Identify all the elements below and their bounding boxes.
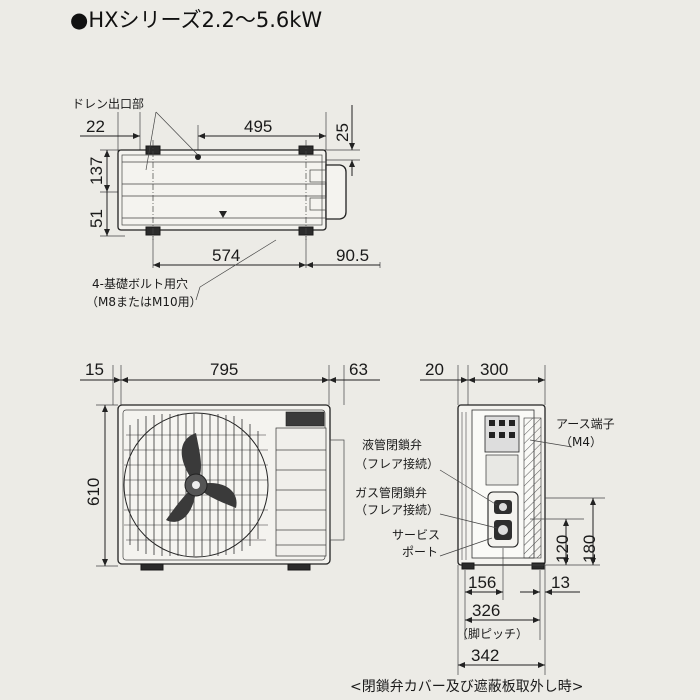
dim-13: 13	[551, 573, 570, 592]
earth-terminal-label: アース端子	[556, 417, 615, 431]
service-port-label: サービス	[392, 528, 440, 542]
dim-51: 51	[87, 209, 106, 228]
liquid-valve-label: 液管閉鎖弁	[362, 437, 422, 452]
dim-156: 156	[468, 573, 496, 592]
gas-valve-label: ガス管閉鎖弁	[355, 485, 427, 500]
foot-pitch-label: （脚ピッチ）	[456, 626, 528, 641]
drain-outlet-label: ドレン出口部	[72, 96, 144, 111]
dim-180: 180	[580, 535, 599, 563]
top-view: ドレン出口部 22 495 25 137 51 574 90.5 4-基礎ボルト…	[72, 96, 381, 309]
liquid-valve-connection: （フレア接続）	[355, 456, 439, 471]
dim-22: 22	[86, 117, 105, 136]
dim-15: 15	[85, 360, 104, 379]
front-view: 15 795 63 610	[80, 360, 380, 571]
bolt-hole-spec: （M8またはM10用）	[86, 295, 202, 309]
side-view: 20 300	[355, 360, 615, 675]
gas-valve-connection: （フレア接続）	[355, 502, 439, 517]
dim-326: 326	[472, 601, 500, 620]
page-title: ●HXシリーズ2.2～5.6kW	[70, 8, 322, 32]
dim-495: 495	[244, 117, 272, 136]
dim-63: 63	[349, 360, 368, 379]
dim-795: 795	[210, 360, 238, 379]
dim-610: 610	[84, 478, 103, 506]
footer-note: <閉鎖弁カバー及び遮蔽板取外し時>	[350, 679, 583, 695]
dim-90-5: 90.5	[336, 246, 369, 265]
dim-300: 300	[480, 360, 508, 379]
dim-120: 120	[553, 535, 572, 563]
service-port-label-2: ポート	[402, 545, 438, 559]
dim-25: 25	[333, 123, 352, 142]
dim-342: 342	[471, 646, 499, 665]
dim-20: 20	[425, 360, 444, 379]
bolt-hole-label: 4-基礎ボルト用穴	[92, 276, 188, 291]
dim-574: 574	[212, 246, 240, 265]
dim-137: 137	[87, 157, 106, 185]
earth-terminal-spec: （M4）	[560, 435, 602, 449]
